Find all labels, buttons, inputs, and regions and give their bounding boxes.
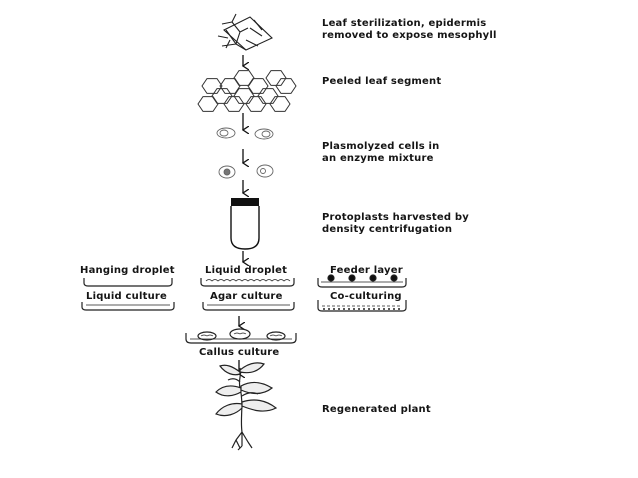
- dish-feeder-layer: [317, 274, 407, 288]
- dish-callus-culture: [185, 328, 297, 344]
- mesophyll-cell: [269, 96, 291, 112]
- label-co-culturing: Co-culturing: [330, 291, 402, 303]
- label-hanging-droplet: Hanging droplet: [80, 265, 175, 277]
- label-agar-culture: Agar culture: [210, 291, 283, 303]
- mesophyll-cell: [201, 78, 223, 94]
- mesophyll-cell: [247, 78, 269, 94]
- mesophyll-cell: [275, 78, 297, 94]
- mesophyll-cell: [257, 88, 279, 104]
- step-label-line: density centrifugation: [322, 224, 453, 235]
- label-text: Liquid droplet: [205, 265, 288, 276]
- mesophyll-cell: [233, 70, 255, 86]
- label-liquid-droplet: Liquid droplet: [205, 265, 287, 277]
- label-feeder-layer: Feeder layer: [330, 265, 403, 277]
- step-label-plasmolyzed: Plasmolyzed cells in an enzyme mixture: [322, 141, 439, 165]
- mesophyll-cell: [219, 78, 241, 94]
- step-label-line: Regenerated plant: [322, 404, 431, 415]
- step-label-line: Peeled leaf segment: [322, 76, 442, 87]
- step-label-sterilization: Leaf sterilization, epidermis removed to…: [322, 18, 497, 42]
- leaf-icon: [217, 13, 273, 51]
- label-callus-culture: Callus culture: [199, 347, 279, 359]
- mesophyll-cell: [211, 88, 233, 104]
- centrifuge-tube-icon: [230, 198, 260, 250]
- mesophyll-cell: [265, 70, 287, 86]
- step-label-line: an enzyme mixture: [322, 153, 434, 164]
- plasmolyzed-cells-icon: [216, 127, 274, 179]
- mesophyll-cell: [233, 88, 255, 104]
- dish-co-culturing: [317, 300, 407, 312]
- mesophyll-cell: [197, 96, 219, 112]
- step-label-peeled-leaf: Peeled leaf segment: [322, 76, 441, 88]
- step-label-regenerated: Regenerated plant: [322, 404, 431, 416]
- step-label-line: Protoplasts harvested by: [322, 212, 470, 223]
- regenerated-plant-icon: [215, 362, 278, 451]
- mesophyll-cell: [223, 96, 245, 112]
- step-label-line: Plasmolyzed cells in: [322, 141, 440, 152]
- step-label-line: removed to expose mesophyll: [322, 30, 497, 41]
- dish-liquid-culture: [81, 302, 175, 311]
- dish-agar-culture: [202, 302, 295, 311]
- label-text: Agar culture: [210, 291, 283, 302]
- label-text: Hanging droplet: [80, 265, 175, 276]
- label-text: Callus culture: [199, 347, 280, 358]
- dish-hanging-droplet: [83, 278, 173, 287]
- mesophyll-cells-icon: [197, 70, 297, 112]
- label-text: Feeder layer: [330, 265, 403, 276]
- dish-liquid-droplet: [200, 278, 295, 287]
- label-text: Liquid culture: [86, 291, 168, 302]
- label-text: Co-culturing: [330, 291, 402, 302]
- mesophyll-cell: [245, 96, 267, 112]
- step-label-line: Leaf sterilization, epidermis: [322, 18, 487, 29]
- step-label-protoplasts: Protoplasts harvested by density centrif…: [322, 212, 469, 236]
- label-liquid-culture: Liquid culture: [86, 291, 167, 303]
